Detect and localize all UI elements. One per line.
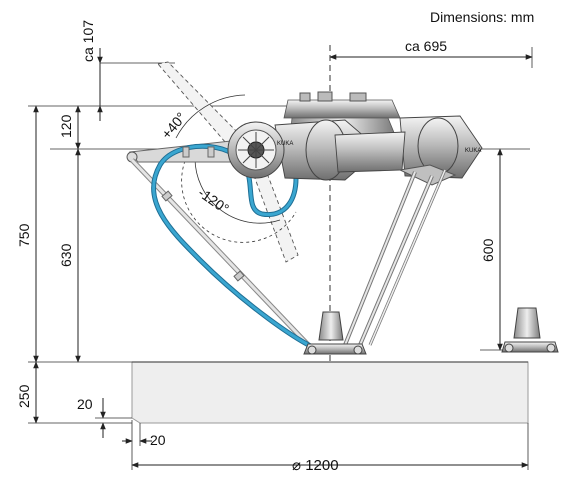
joint-disc: KUKA — [227, 121, 293, 179]
left-parallel-rod — [130, 158, 317, 354]
angle-up-label: +40° — [158, 109, 189, 142]
dim-base-height-label: 250 — [16, 384, 32, 408]
dim-stroke-height-label: 600 — [480, 238, 496, 262]
dim-base-recess-height-label: 20 — [77, 396, 93, 412]
dim-arm-height-label: 630 — [58, 243, 74, 267]
dim-base-recess-width-label: 20 — [150, 432, 166, 448]
svg-text:KUKA: KUKA — [465, 148, 481, 154]
dim-top-offset-label: ca 107 — [80, 20, 96, 62]
units-note: Dimensions: mm — [430, 9, 534, 25]
end-effector-center — [303, 311, 367, 355]
motor-housing-right: KUKA — [399, 115, 483, 179]
dim-reach-label: ca 695 — [405, 38, 447, 54]
blue-cable — [151, 143, 326, 355]
dim-total-height-label: 750 — [16, 223, 32, 247]
end-effector-right — [501, 307, 559, 353]
dimension-lines — [33, 48, 533, 468]
right-parallel-arms — [343, 164, 457, 346]
dim-work-diameter-label: ⌀ 1200 — [292, 457, 339, 474]
base-block — [131, 361, 529, 424]
central-hub — [334, 131, 406, 173]
dim-upper-height-label: 120 — [58, 114, 74, 138]
angle-down-label: -120° — [195, 184, 232, 216]
svg-text:KUKA: KUKA — [277, 141, 293, 147]
